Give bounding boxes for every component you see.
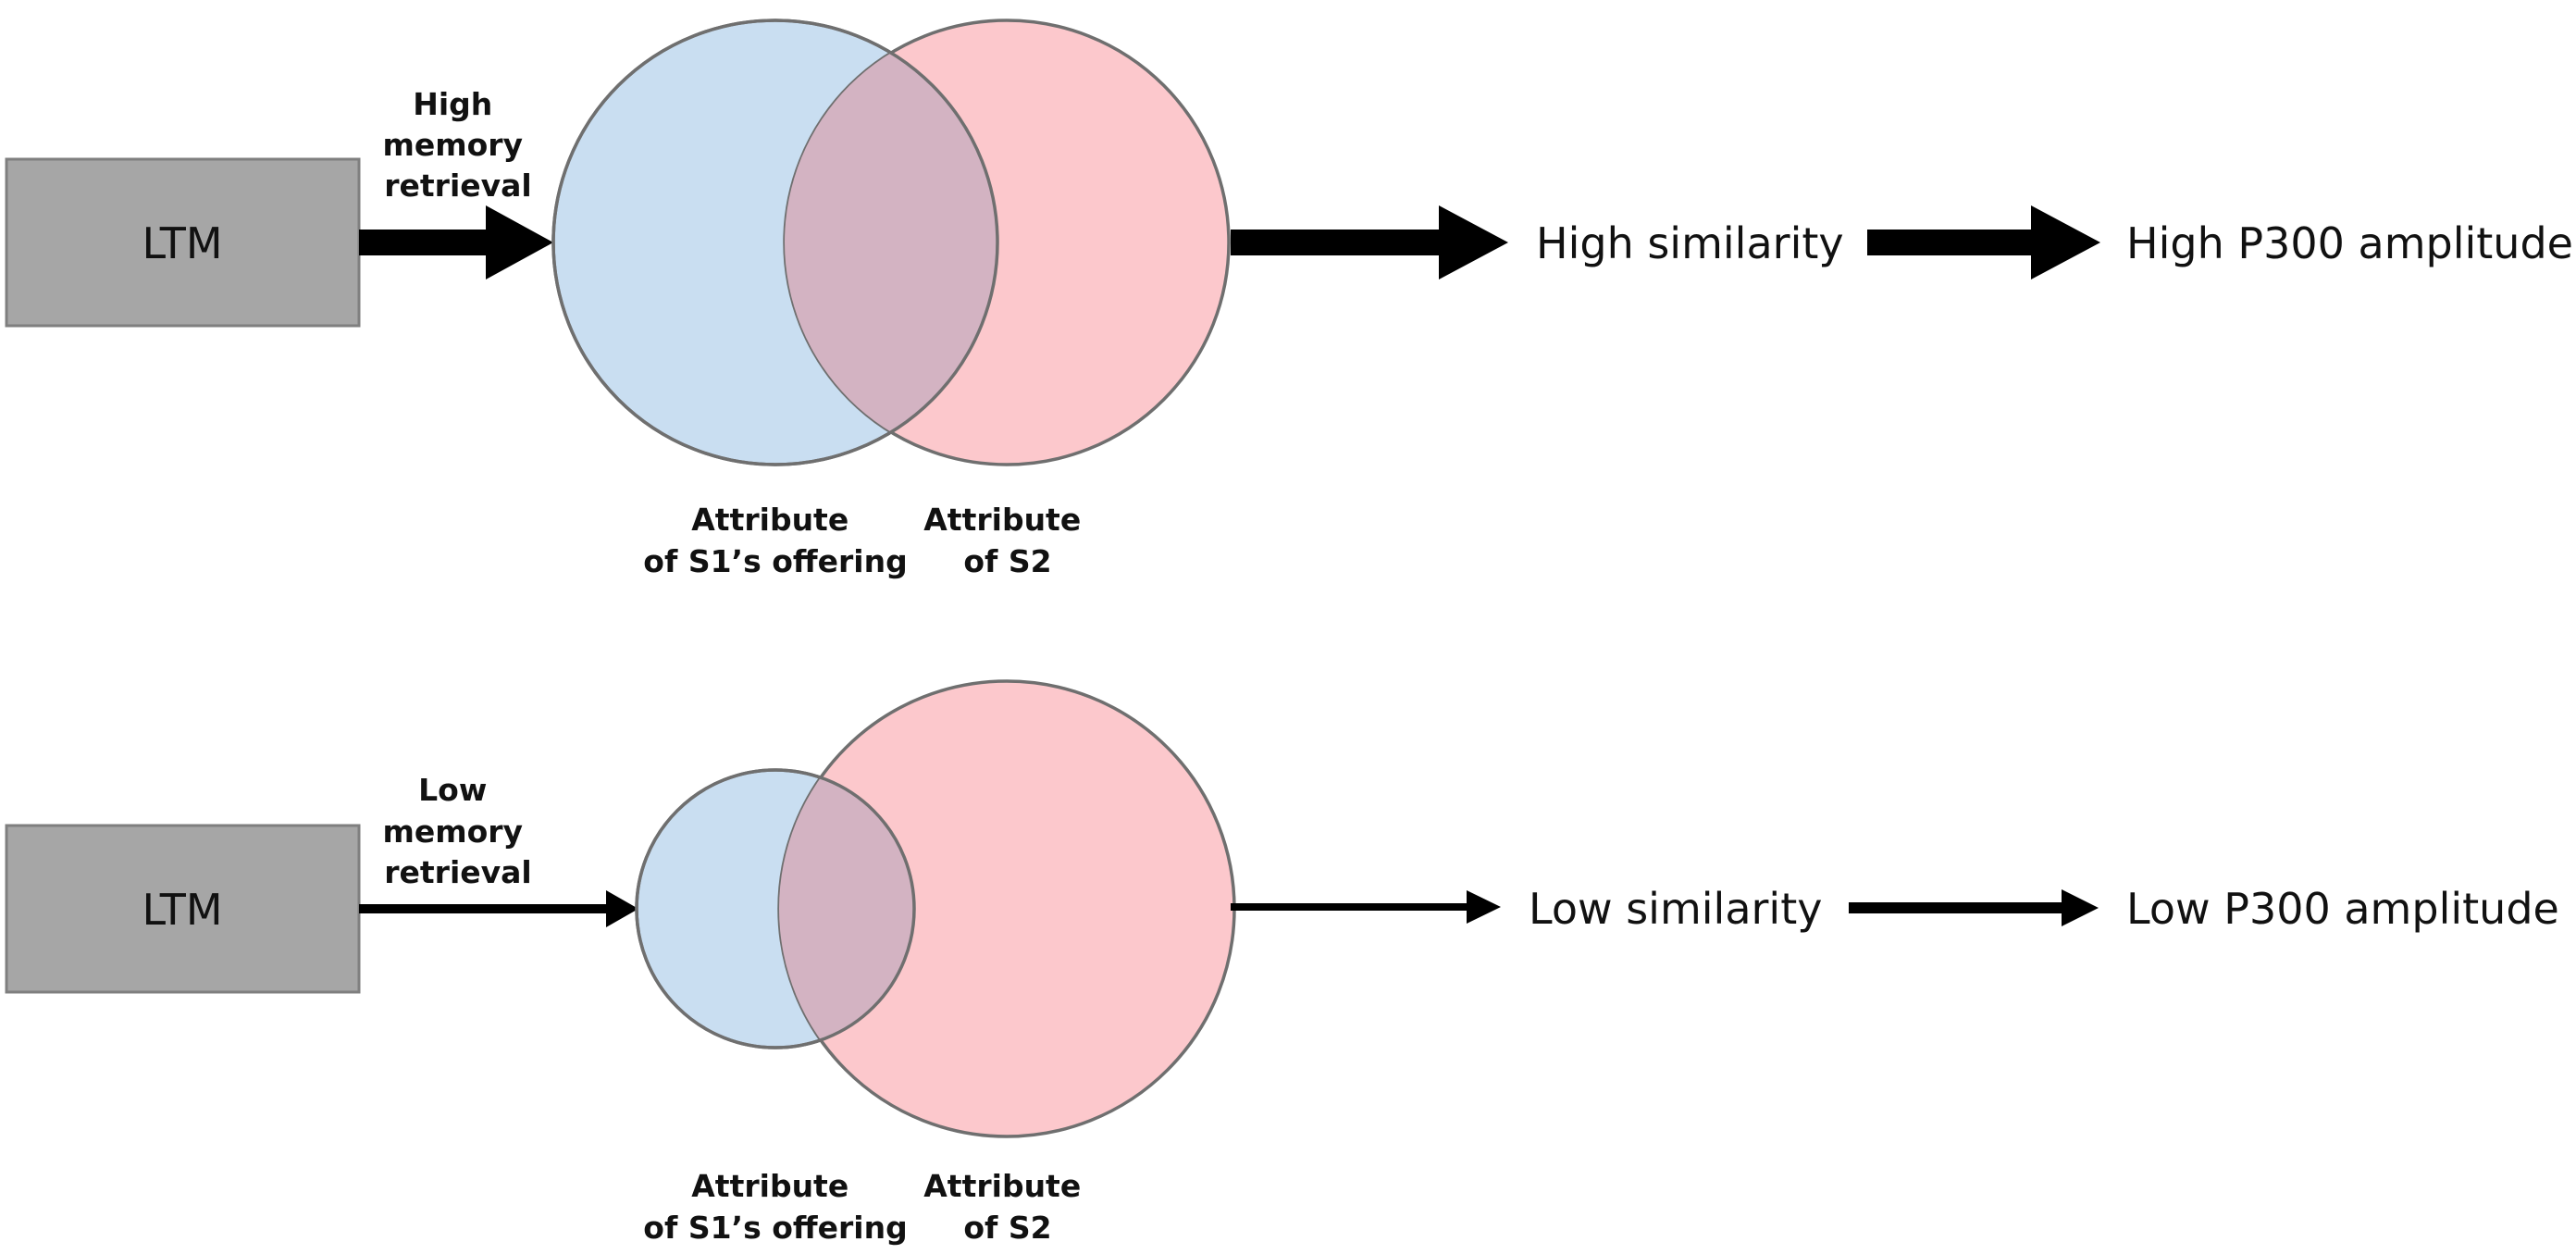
s2-attribute-label: Attribute of S2: [923, 502, 1091, 579]
ltm-box: [5, 157, 361, 328]
s1-circle-outline: [635, 768, 916, 1049]
similarity-label: High similarity: [1536, 218, 1844, 268]
overlap-region: [779, 770, 914, 1048]
s2-attribute-label: Attribute of S2: [923, 1168, 1091, 1246]
thick-arrow-icon: [359, 205, 553, 279]
s1-attribute-label: Attribute of S1’s offering: [643, 1168, 907, 1246]
thin-arrow-icon: [359, 890, 638, 927]
outcome-label: Low P300 amplitude: [2126, 884, 2559, 934]
ltm-label: LTM: [142, 885, 222, 935]
thin-arrow-icon: [1231, 890, 1501, 924]
retrieval-label: Low memory retrieval: [382, 772, 533, 890]
ltm-box: [5, 824, 361, 994]
similarity-label: Low similarity: [1529, 884, 1822, 934]
thin-arrow-icon: [1849, 889, 2099, 926]
retrieval-label: High memory retrieval: [382, 86, 533, 204]
thick-arrow-icon: [1231, 205, 1508, 279]
outcome-label: High P300 amplitude: [2126, 218, 2573, 268]
row-high: LTM High memory retrieval Attribute of S…: [5, 19, 2573, 579]
row-low: LTM Low memory retrieval Attribute of S1…: [5, 679, 2559, 1246]
thick-arrow-icon: [1867, 205, 2100, 279]
ltm-label: LTM: [142, 218, 222, 268]
s1-attribute-label: Attribute of S1’s offering: [643, 502, 907, 579]
overlap-region: [785, 20, 997, 465]
s1-circle-outline: [551, 19, 999, 466]
